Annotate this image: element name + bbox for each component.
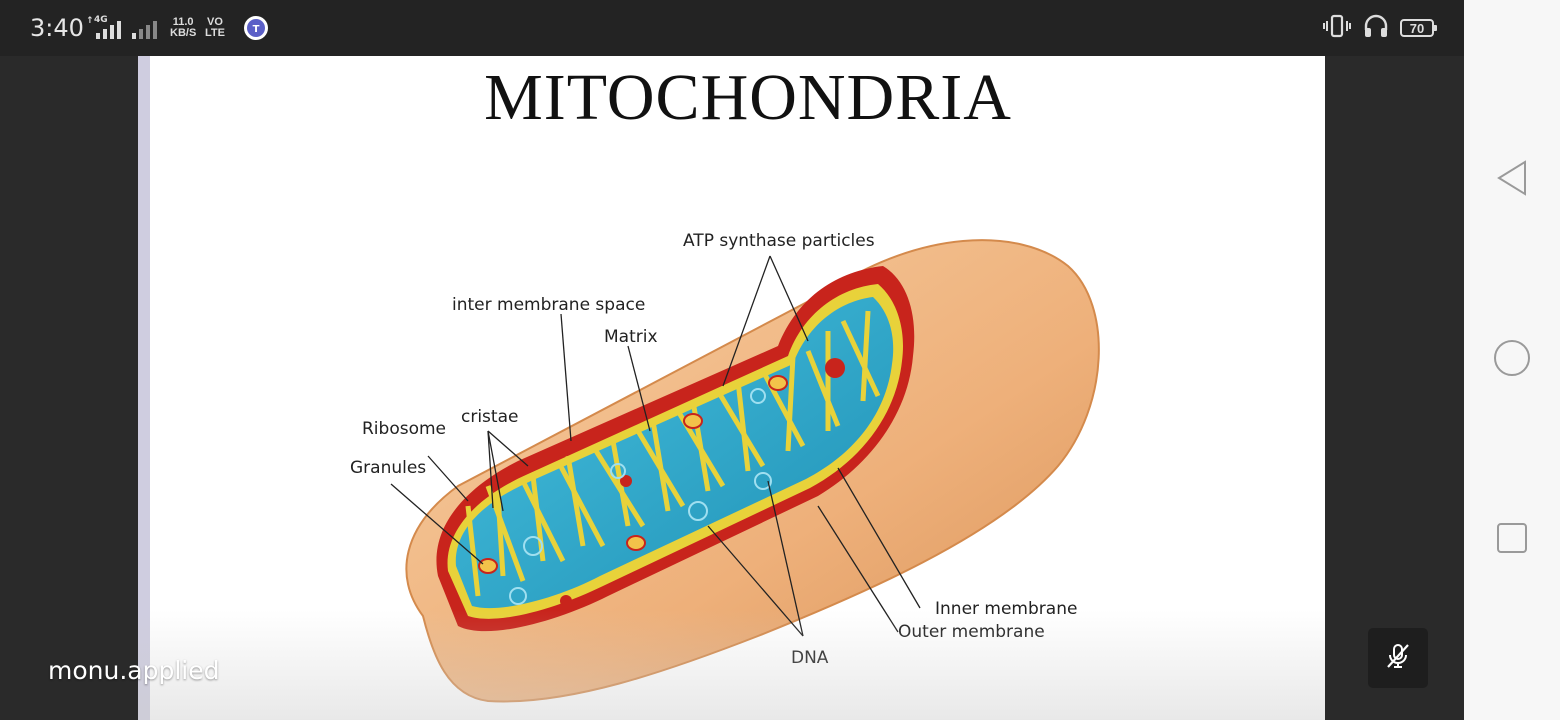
video-area[interactable]: MITOCHONDRIA	[0, 56, 1464, 720]
label-cristae: cristae	[461, 407, 518, 427]
label-granules: Granules	[350, 458, 426, 478]
back-icon	[1495, 159, 1529, 202]
volte-top: VO	[207, 16, 223, 28]
teams-icon: T	[243, 0, 269, 56]
vibrate-icon	[1322, 13, 1352, 44]
speed-value: 11.0	[172, 16, 194, 28]
volte-bottom: LTE	[205, 27, 225, 39]
dna-loops	[509, 388, 772, 605]
label-atp-synthase: ATP synthase particles	[683, 231, 875, 251]
label-matrix: Matrix	[604, 327, 658, 347]
label-intermembrane-space: inter membrane space	[452, 295, 645, 315]
battery-level: 70	[1409, 20, 1425, 36]
mitochondria-diagram: ATP synthase particles inter membrane sp…	[350, 231, 1100, 703]
signal-icon: ↑ 4G	[86, 0, 166, 56]
recents-button[interactable]	[1492, 520, 1532, 560]
volte-indicator: VO LTE	[205, 0, 225, 56]
home-icon	[1493, 339, 1531, 382]
label-ribosome: Ribosome	[362, 419, 446, 439]
mute-button[interactable]	[1368, 628, 1428, 688]
slide-edge	[138, 56, 150, 720]
leader-lines	[390, 255, 921, 637]
matrix-shape	[455, 297, 894, 609]
status-bar: 3:40 ↑ 4G 11.0 KB/S VO LTE T	[0, 0, 1464, 56]
battery-icon: 70	[1400, 19, 1437, 37]
home-button[interactable]	[1492, 339, 1532, 382]
navigation-bar	[1464, 0, 1560, 720]
mic-off-icon	[1383, 641, 1413, 676]
status-right-icons: 70	[1322, 0, 1437, 56]
back-button[interactable]	[1492, 159, 1532, 202]
network-type: 4G	[94, 15, 108, 25]
network-speed: 11.0 KB/S	[170, 0, 196, 56]
speed-unit: KB/S	[170, 27, 197, 39]
recents-icon	[1495, 521, 1529, 560]
svg-text:T: T	[253, 24, 260, 35]
headphones-icon	[1362, 12, 1390, 45]
channel-name: monu.applied	[48, 656, 220, 685]
label-inner-membrane: Inner membrane	[935, 599, 1077, 619]
label-dna: DNA	[791, 648, 829, 668]
status-time: 3:40	[30, 14, 84, 42]
svg-text:↑: ↑	[86, 16, 94, 26]
label-outer-membrane: Outer membrane	[898, 622, 1045, 642]
slide-title: MITOCHONDRIA	[484, 61, 1012, 134]
granules	[478, 358, 845, 607]
slide: MITOCHONDRIA	[138, 56, 1325, 720]
